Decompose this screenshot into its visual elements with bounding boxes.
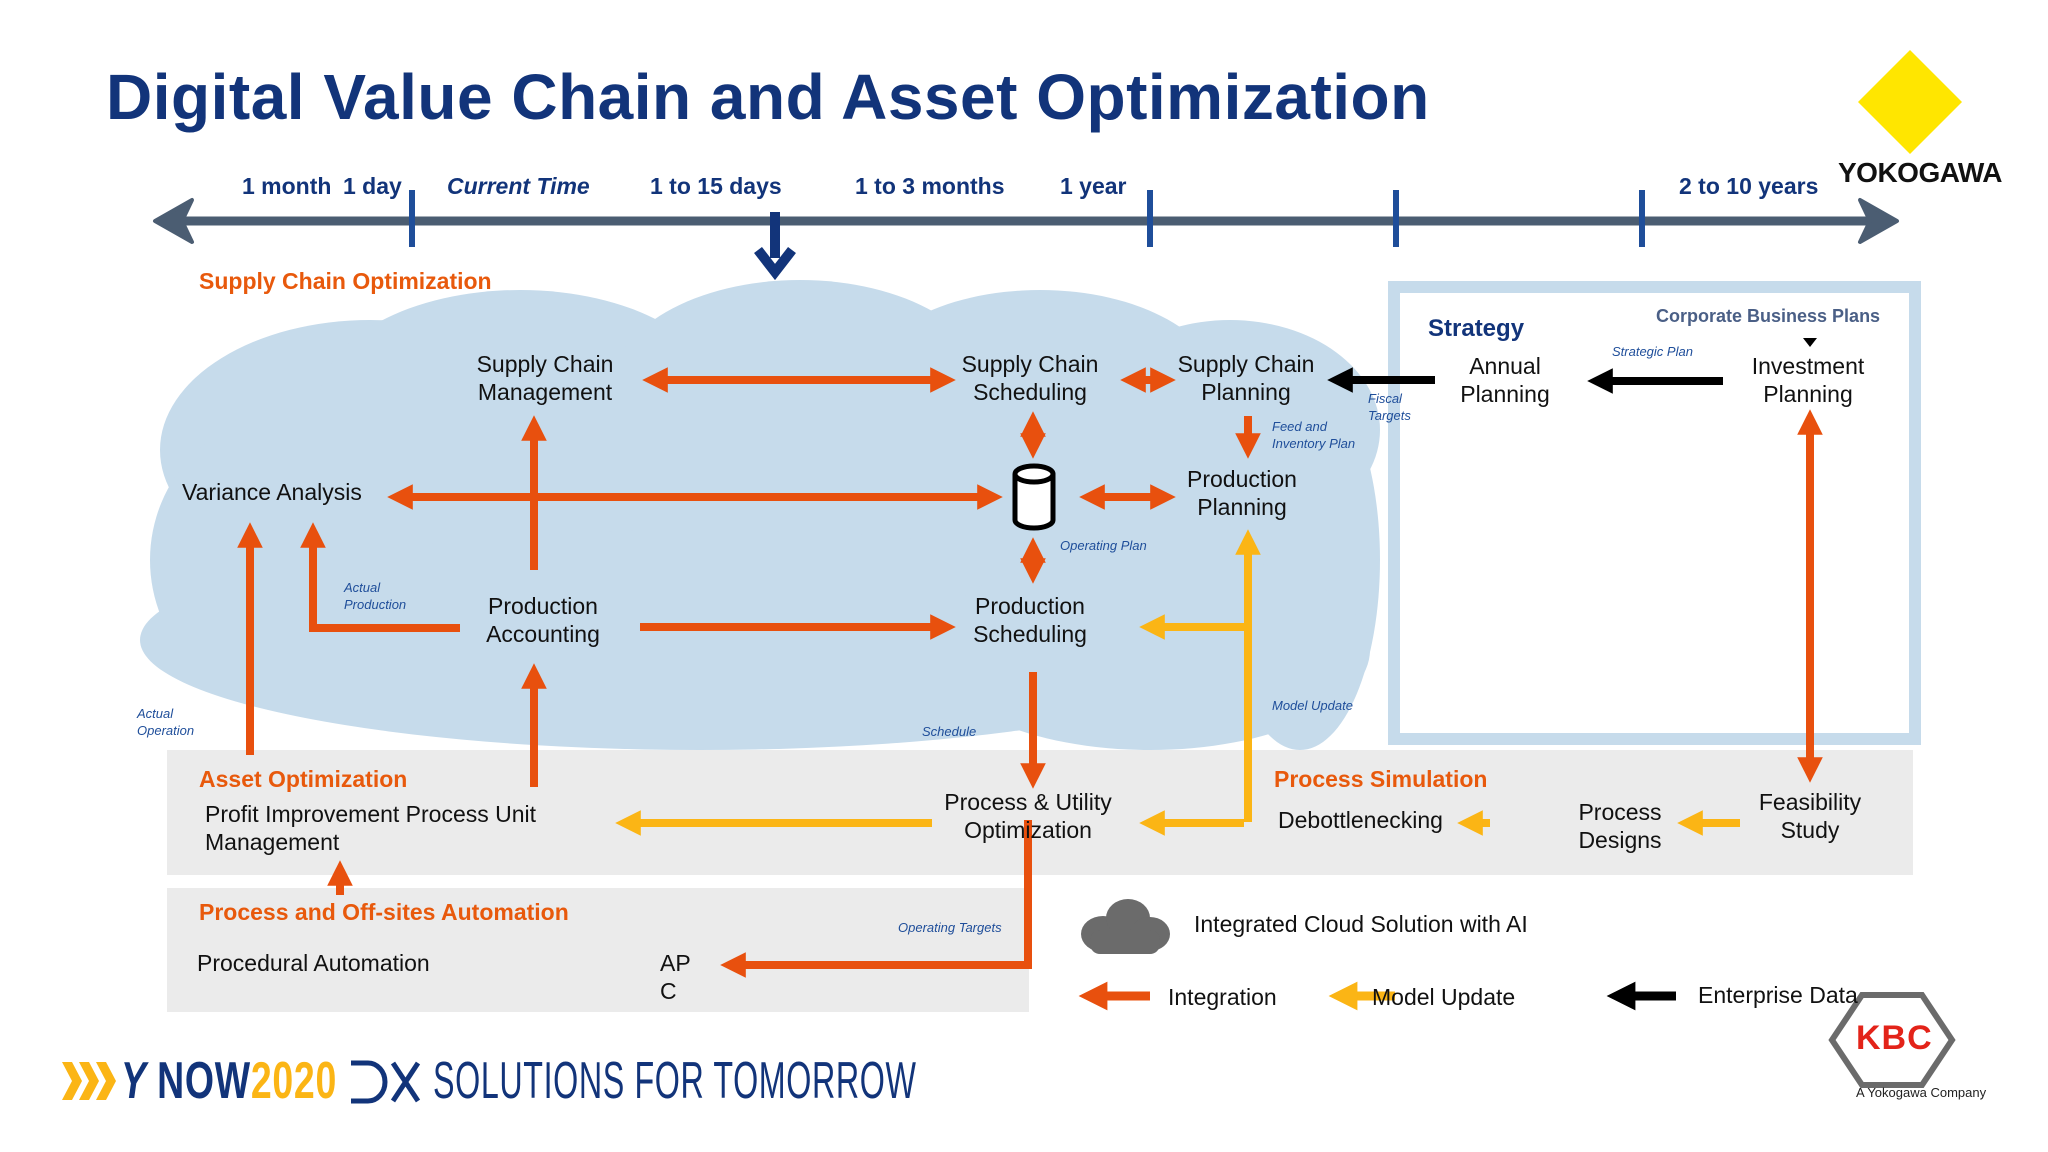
timeline-label-1-day: 1 day (343, 173, 402, 199)
section-process-simulation: Process Simulation (1274, 766, 1488, 792)
timeline-label-1-to-3-months: 1 to 3 months (855, 173, 1005, 199)
timeline-label-1-year: 1 year (1060, 173, 1127, 199)
page-title: Digital Value Chain and Asset Optimizati… (106, 61, 1430, 133)
model-update-arrows (615, 529, 1740, 836)
timeline-label-current-time: Current Time (447, 173, 590, 199)
kbc-logo-text: KBC (1856, 1019, 1933, 1057)
yokogawa-logo-icon (1858, 50, 1962, 154)
section-supply-chain-optimization: Supply Chain Optimization (199, 268, 492, 294)
timeline-label-1-month: 1 month (242, 173, 332, 199)
section-process-offsites-automation: Process and Off-sites Automation (199, 899, 569, 925)
corp-plans-down-arrow (1803, 338, 1817, 347)
section-strategy: Strategy (1428, 315, 1525, 342)
annotation-strategic-plan: Strategic Plan (1612, 344, 1693, 359)
dx-logo-icon (351, 1060, 421, 1104)
annotation-schedule: Schedule (922, 724, 977, 739)
strategy-box (1388, 281, 1921, 745)
legend-cloud-label: Integrated Cloud Solution with AI (1194, 911, 1528, 937)
annotation-operating-plan: Operating Plan (1060, 538, 1147, 553)
footer-chevrons-icon (62, 1062, 116, 1100)
yokogawa-logo-text: YOKOGAWA (1838, 157, 2003, 188)
enterprise-data-arrows (1327, 367, 1723, 394)
node-variance-analysis: Variance Analysis (182, 479, 362, 505)
timeline-label-2-to-10-years: 2 to 10 years (1679, 173, 1819, 199)
legend-enterprise-data-label: Enterprise Data (1698, 982, 1858, 1008)
timeline-label-1-to-15-days: 1 to 15 days (650, 173, 782, 199)
corporate-business-plans-label: Corporate Business Plans (1656, 306, 1881, 326)
automation-band (167, 888, 1029, 1012)
timeline (153, 190, 1899, 281)
node-procedural-automation: Procedural Automation (197, 950, 430, 976)
kbc-logo-icon (1828, 992, 1956, 1088)
integration-arrows (237, 367, 1823, 978)
annotation-model-update: Model Update (1272, 698, 1353, 713)
kbc-tagline: A Yokogawa Company (1856, 1085, 1987, 1100)
section-asset-optimization: Asset Optimization (199, 766, 408, 792)
node-debottlenecking: Debottlenecking (1278, 807, 1443, 833)
legend-model-update-label: Model Update (1372, 984, 1516, 1010)
legend-cloud-icon (1081, 899, 1170, 954)
database-icon (1012, 463, 1056, 531)
footer-now-2020: Y NOW2020 (121, 1052, 337, 1110)
footer-dx-solutions: SOLUTIONS FOR TOMORROW (433, 1052, 917, 1110)
supply-chain-cloud (140, 280, 1380, 750)
annotation-operating-targets: Operating Targets (898, 920, 1002, 935)
legend-integration-label: Integration (1168, 984, 1277, 1010)
